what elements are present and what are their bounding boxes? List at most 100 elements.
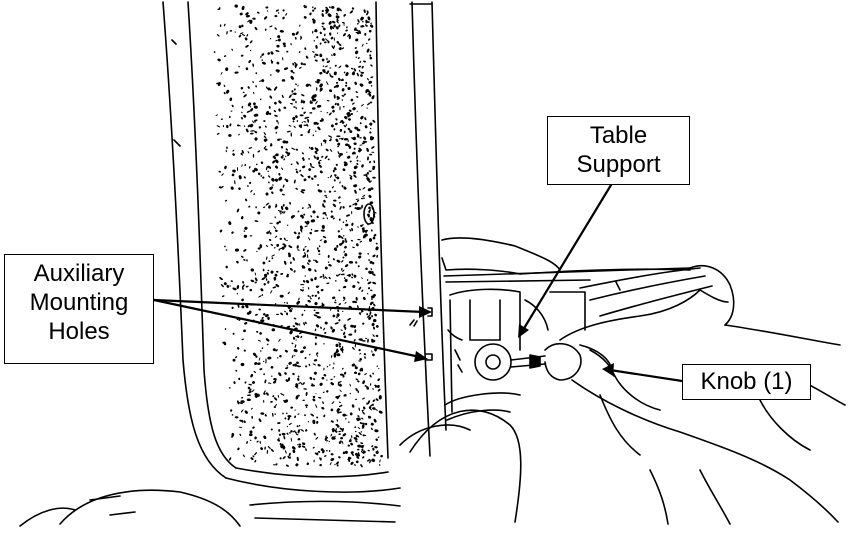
speckle-dot	[359, 144, 363, 146]
speckle-dot	[226, 124, 229, 129]
speckle-dot	[236, 292, 238, 295]
speckle-dot	[322, 401, 324, 404]
speckle-dot	[255, 393, 260, 397]
speckle-dot	[255, 72, 258, 75]
speckle-dot	[360, 464, 363, 468]
speckle-dot	[319, 239, 323, 242]
panel-speckle-texture	[213, 4, 383, 468]
speckle-dot	[379, 459, 381, 463]
speckle-dot	[341, 440, 344, 445]
speckle-dot	[330, 215, 334, 219]
speckle-dot	[275, 39, 279, 42]
speckle-dot	[306, 462, 310, 466]
speckle-dot	[368, 270, 372, 274]
speckle-dot	[238, 426, 243, 429]
speckle-dot	[269, 222, 273, 224]
speckle-dot	[329, 6, 331, 9]
speckle-dot	[290, 430, 293, 433]
speckle-dot	[351, 137, 356, 140]
speckle-dot	[296, 235, 300, 240]
speckle-dot	[322, 65, 325, 68]
speckle-dot	[298, 66, 302, 69]
speckle-dot	[370, 85, 373, 87]
speckle-dot	[231, 48, 233, 51]
speckle-dot	[274, 101, 277, 105]
speckle-dot	[342, 433, 347, 437]
speckle-dot	[298, 382, 301, 385]
speckle-dot	[258, 308, 261, 311]
speckle-dot	[327, 254, 330, 258]
speckle-dot	[278, 429, 281, 432]
speckle-dot	[249, 49, 252, 52]
speckle-dot	[340, 349, 344, 352]
speckle-dot	[341, 228, 343, 230]
speckle-dot	[369, 311, 372, 316]
speckle-dot	[349, 229, 352, 232]
speckle-dot	[345, 223, 349, 227]
speckle-dot	[334, 280, 337, 282]
speckle-dot	[226, 284, 230, 288]
speckle-dot	[257, 150, 261, 153]
speckle-dot	[331, 26, 335, 30]
speckle-dot	[317, 189, 322, 193]
speckle-dot	[253, 370, 257, 374]
speckle-dot	[310, 146, 314, 151]
speckle-dot	[338, 77, 341, 82]
speckle-dot	[269, 232, 272, 235]
speckle-dot	[289, 201, 292, 205]
speckle-dot	[218, 170, 222, 173]
speckle-dot	[217, 58, 221, 62]
speckle-dot	[281, 246, 285, 250]
speckle-dot	[225, 67, 229, 72]
speckle-dot	[292, 257, 295, 261]
speckle-dot	[258, 418, 262, 423]
speckle-dot	[249, 123, 254, 128]
speckle-dot	[316, 416, 319, 419]
speckle-dot	[225, 89, 230, 94]
speckle-dot	[339, 206, 342, 210]
speckle-dot	[218, 186, 222, 189]
speckle-dot	[272, 160, 276, 164]
speckle-dot	[341, 121, 345, 124]
speckle-dot	[245, 67, 249, 71]
speckle-dot	[297, 249, 300, 251]
speckle-dot	[369, 201, 374, 205]
speckle-dot	[333, 301, 337, 304]
speckle-dot	[369, 101, 373, 104]
speckle-dot	[304, 225, 308, 228]
speckle-dot	[355, 39, 358, 42]
speckle-dot	[263, 360, 265, 363]
speckle-dot	[343, 250, 346, 253]
speckle-dot	[216, 34, 220, 37]
speckle-dot	[367, 93, 370, 95]
speckle-dot	[269, 144, 273, 147]
speckle-dot	[308, 363, 311, 367]
speckle-dot	[232, 332, 235, 335]
speckle-dot	[251, 407, 253, 410]
speckle-dot	[278, 11, 280, 15]
speckle-dot	[264, 28, 267, 31]
speckle-dot	[305, 83, 310, 87]
speckle-dot	[351, 227, 354, 232]
speckle-dot	[307, 286, 310, 290]
speckle-dot	[339, 373, 344, 376]
speckle-dot	[361, 409, 365, 412]
speckle-dot	[369, 218, 372, 221]
speckle-dot	[245, 304, 249, 309]
speckle-dot	[350, 113, 354, 115]
speckle-dot	[244, 410, 248, 414]
speckle-dot	[346, 274, 350, 276]
speckle-dot	[305, 429, 308, 432]
speckle-dot	[335, 396, 340, 399]
speckle-dot	[308, 237, 311, 241]
speckle-dot	[308, 158, 310, 160]
speckle-dot	[238, 25, 242, 29]
speckle-dot	[362, 445, 365, 447]
speckle-dot	[294, 385, 299, 389]
speckle-dot	[353, 300, 358, 304]
speckle-dot	[344, 418, 347, 420]
speckle-dot	[296, 161, 299, 165]
speckle-dot	[356, 133, 360, 136]
speckle-dot	[318, 253, 321, 255]
